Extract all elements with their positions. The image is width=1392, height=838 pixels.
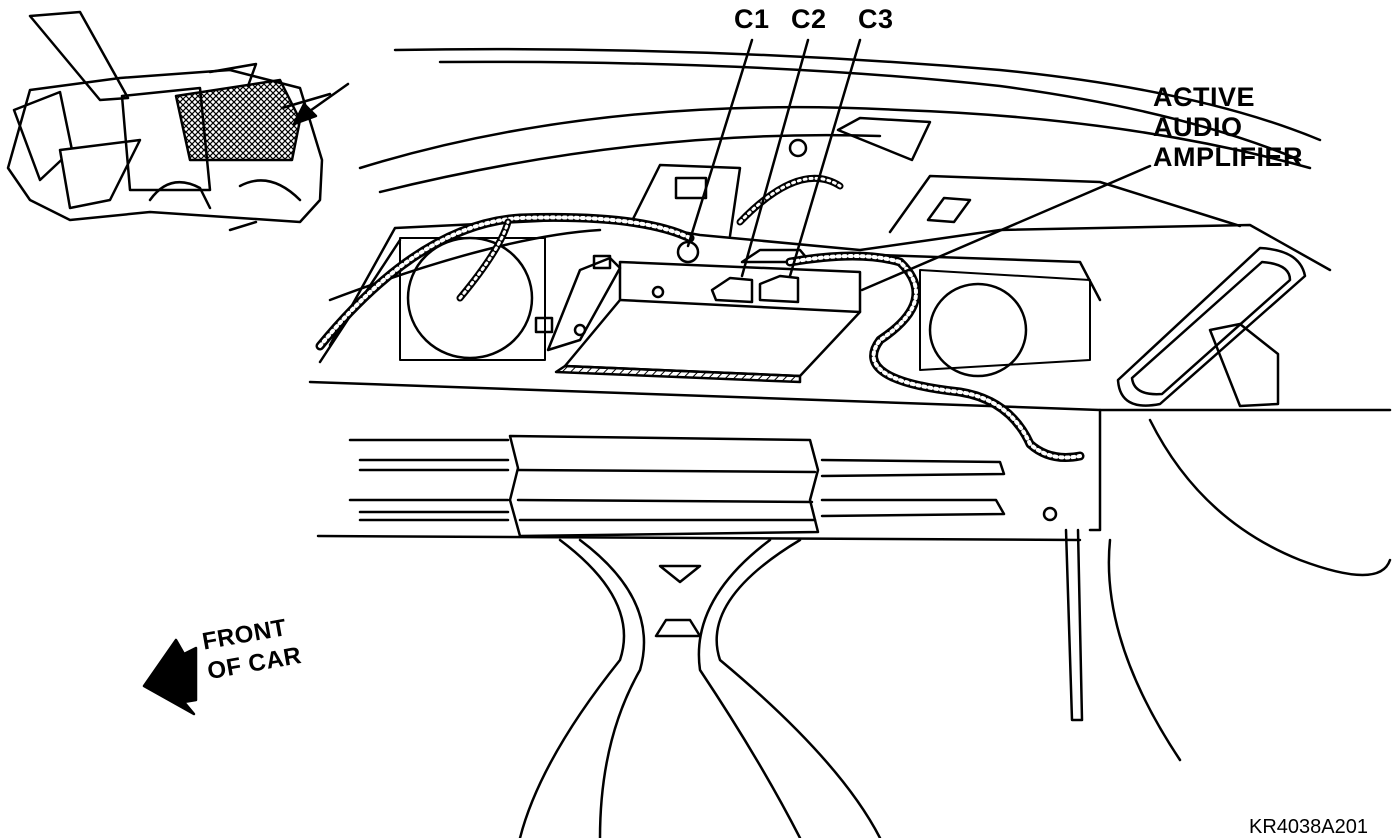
left-speaker: [399, 236, 546, 361]
amplifier-label-line-1: ACTIVE: [1153, 82, 1256, 112]
inset-arrow: [292, 82, 350, 126]
lower-floor-panel: [316, 408, 1182, 838]
c1-leader: [686, 38, 754, 248]
connector-c3-label: C3: [858, 4, 894, 34]
amplifier-label: ACTIVE AUDIO AMPLIFIER: [1153, 82, 1303, 172]
amplifier-leader: [860, 164, 1152, 292]
right-speaker: [919, 269, 1091, 378]
amplifier-label-line-2: AUDIO: [1153, 112, 1243, 142]
rear-vent: [1116, 246, 1392, 577]
wiring-harness: [315, 174, 1085, 462]
car-overview-inset: [6, 10, 332, 232]
connector-c1-label: C1: [734, 4, 770, 34]
connector-c2-label: C2: [791, 4, 827, 34]
c2-leader: [740, 38, 810, 278]
figure-code: KR4038A201: [1249, 816, 1368, 838]
active-audio-amplifier: [534, 240, 862, 384]
front-of-car-arrow: [142, 638, 198, 716]
leader-lines: [686, 38, 1152, 292]
rear-package-shelf: [308, 47, 1392, 412]
amplifier-label-line-3: AMPLIFIER: [1153, 142, 1303, 172]
c3-leader: [788, 38, 862, 278]
